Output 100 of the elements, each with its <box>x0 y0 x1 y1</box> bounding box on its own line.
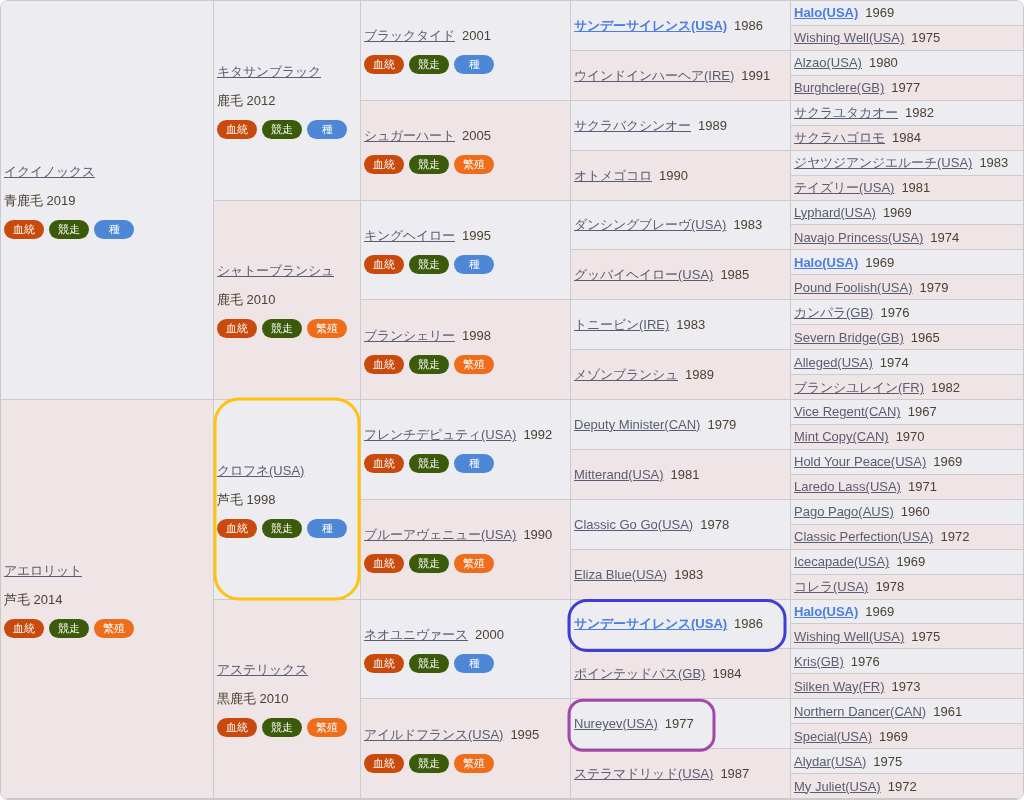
pedigree-cell <box>791 549 1023 575</box>
coat-color-year: 鹿毛 2010 <box>217 291 276 310</box>
category-tag: 繁殖 <box>94 618 134 638</box>
category-tag: 血統 <box>217 119 257 139</box>
horse-name-link: クロフネ(USA) <box>217 462 305 478</box>
horse-name-link: Mint Copy(CAN) <box>794 429 889 445</box>
pedigree-cell <box>571 749 791 799</box>
category-tag: 競走 <box>409 155 449 175</box>
horse-name-link: Eliza Blue(USA) <box>574 566 668 582</box>
category-tag: 競走 <box>262 319 302 339</box>
pedigree-cell <box>361 100 571 201</box>
category-tag: 種 <box>94 219 134 239</box>
pedigree-cell <box>791 774 1023 799</box>
horse-name-link: Pound Foolish(USA) <box>794 279 913 295</box>
birth-year: 1960 <box>900 504 930 520</box>
category-tag: 血統 <box>364 354 404 374</box>
pedigree-cell <box>791 574 1023 600</box>
pedigree-cell <box>791 325 1023 351</box>
pedigree-cell <box>571 549 791 600</box>
horse-name-link: Halo(USA) <box>794 254 859 270</box>
pedigree-cell <box>791 100 1023 126</box>
pedigree-cell <box>791 300 1023 326</box>
birth-year: 1969 <box>865 254 895 270</box>
coat-color-year: 青鹿毛 2019 <box>4 191 76 210</box>
coat-color-year: 芦毛 1998 <box>217 490 276 509</box>
category-tag: 血統 <box>364 653 404 673</box>
birth-year: 2000 <box>475 626 504 642</box>
pedigree-cell <box>571 649 791 700</box>
category-tag: 血統 <box>364 55 404 75</box>
birth-year: 1975 <box>911 30 941 46</box>
birth-year: 2005 <box>462 128 491 144</box>
horse-name-link: Kris(GB) <box>794 653 844 669</box>
birth-year: 1980 <box>868 55 898 71</box>
birth-year: 1971 <box>907 479 937 495</box>
pedigree-cell <box>791 400 1023 425</box>
pedigree-cell <box>791 50 1023 76</box>
horse-name-link: メゾンブランシュ <box>574 367 678 383</box>
pedigree-cell <box>361 599 571 700</box>
birth-year: 1965 <box>910 329 940 345</box>
horse-name-link: My Juliet(USA) <box>794 778 881 794</box>
horse-name-link: サンデーサイレンス(USA) <box>574 17 728 33</box>
pedigree-cell <box>791 649 1023 675</box>
pedigree-cell <box>791 624 1023 650</box>
birth-year: 1992 <box>523 427 553 443</box>
birth-year: 1983 <box>979 155 1009 171</box>
birth-year: 1978 <box>700 516 730 532</box>
birth-year: 1986 <box>734 616 764 632</box>
birth-year: 1983 <box>676 317 706 333</box>
category-tag: 血統 <box>4 219 44 239</box>
category-tag: 種 <box>454 454 494 474</box>
category-tag: 種 <box>307 518 347 538</box>
birth-year: 1973 <box>891 678 921 694</box>
pedigree-cell <box>791 150 1023 176</box>
category-tag: 血統 <box>4 618 44 638</box>
category-tag: 競走 <box>409 753 449 773</box>
horse-name-link: Laredo Lass(USA) <box>794 479 901 495</box>
category-tag: 繁殖 <box>454 554 494 574</box>
birth-year: 1984 <box>712 666 742 682</box>
birth-year: 1974 <box>930 229 960 245</box>
horse-name-link: アイルドフランス(USA) <box>364 726 504 742</box>
horse-name-link: アエロリット <box>4 562 82 578</box>
category-tag: 血統 <box>217 518 257 538</box>
category-tag: 種 <box>454 653 494 673</box>
birth-year: 1984 <box>892 130 921 146</box>
horse-name-link: Halo(USA) <box>794 5 859 21</box>
horse-name-link: Mitterand(USA) <box>574 466 664 482</box>
pedigree-cell <box>791 724 1023 750</box>
pedigree-cell <box>214 1 361 201</box>
horse-name-link: Navajo Princess(USA) <box>794 229 924 245</box>
horse-name-link: アステリックス <box>217 662 308 678</box>
pedigree-cell <box>791 75 1023 101</box>
horse-name-link: サクラハゴロモ <box>794 130 885 146</box>
pedigree-cell <box>791 125 1023 151</box>
horse-name-link: Wishing Well(USA) <box>794 628 905 644</box>
pedigree-cell <box>791 749 1023 775</box>
pedigree-cell <box>1 1 214 400</box>
birth-year: 1978 <box>875 579 905 595</box>
category-tag: 血統 <box>364 554 404 574</box>
birth-year: 1969 <box>865 5 895 21</box>
birth-year: 1987 <box>720 766 750 782</box>
horse-name-link: Halo(USA) <box>794 603 859 619</box>
horse-name-link: Deputy Minister(CAN) <box>574 416 701 432</box>
pedigree-cell <box>571 699 791 750</box>
horse-name-link: ダンシングブレーヴ(USA) <box>574 217 727 233</box>
horse-name-link: Silken Way(FR) <box>794 678 885 694</box>
category-tag: 繁殖 <box>454 753 494 773</box>
pedigree-cell <box>571 449 791 500</box>
pedigree-cell <box>791 449 1023 475</box>
pedigree-cell <box>361 400 571 500</box>
horse-name-link: ブランシェリー <box>364 327 455 343</box>
birth-year: 1969 <box>865 603 895 619</box>
horse-name-link: Severn Bridge(GB) <box>794 329 904 345</box>
birth-year: 1989 <box>685 367 714 383</box>
category-tag: 競走 <box>409 554 449 574</box>
birth-year: 1975 <box>911 628 941 644</box>
birth-year: 2001 <box>462 28 491 44</box>
horse-name-link: キングヘイロー <box>364 227 455 243</box>
birth-year: 1995 <box>462 227 491 243</box>
pedigree-cell <box>791 474 1023 500</box>
birth-year: 1982 <box>931 379 960 395</box>
